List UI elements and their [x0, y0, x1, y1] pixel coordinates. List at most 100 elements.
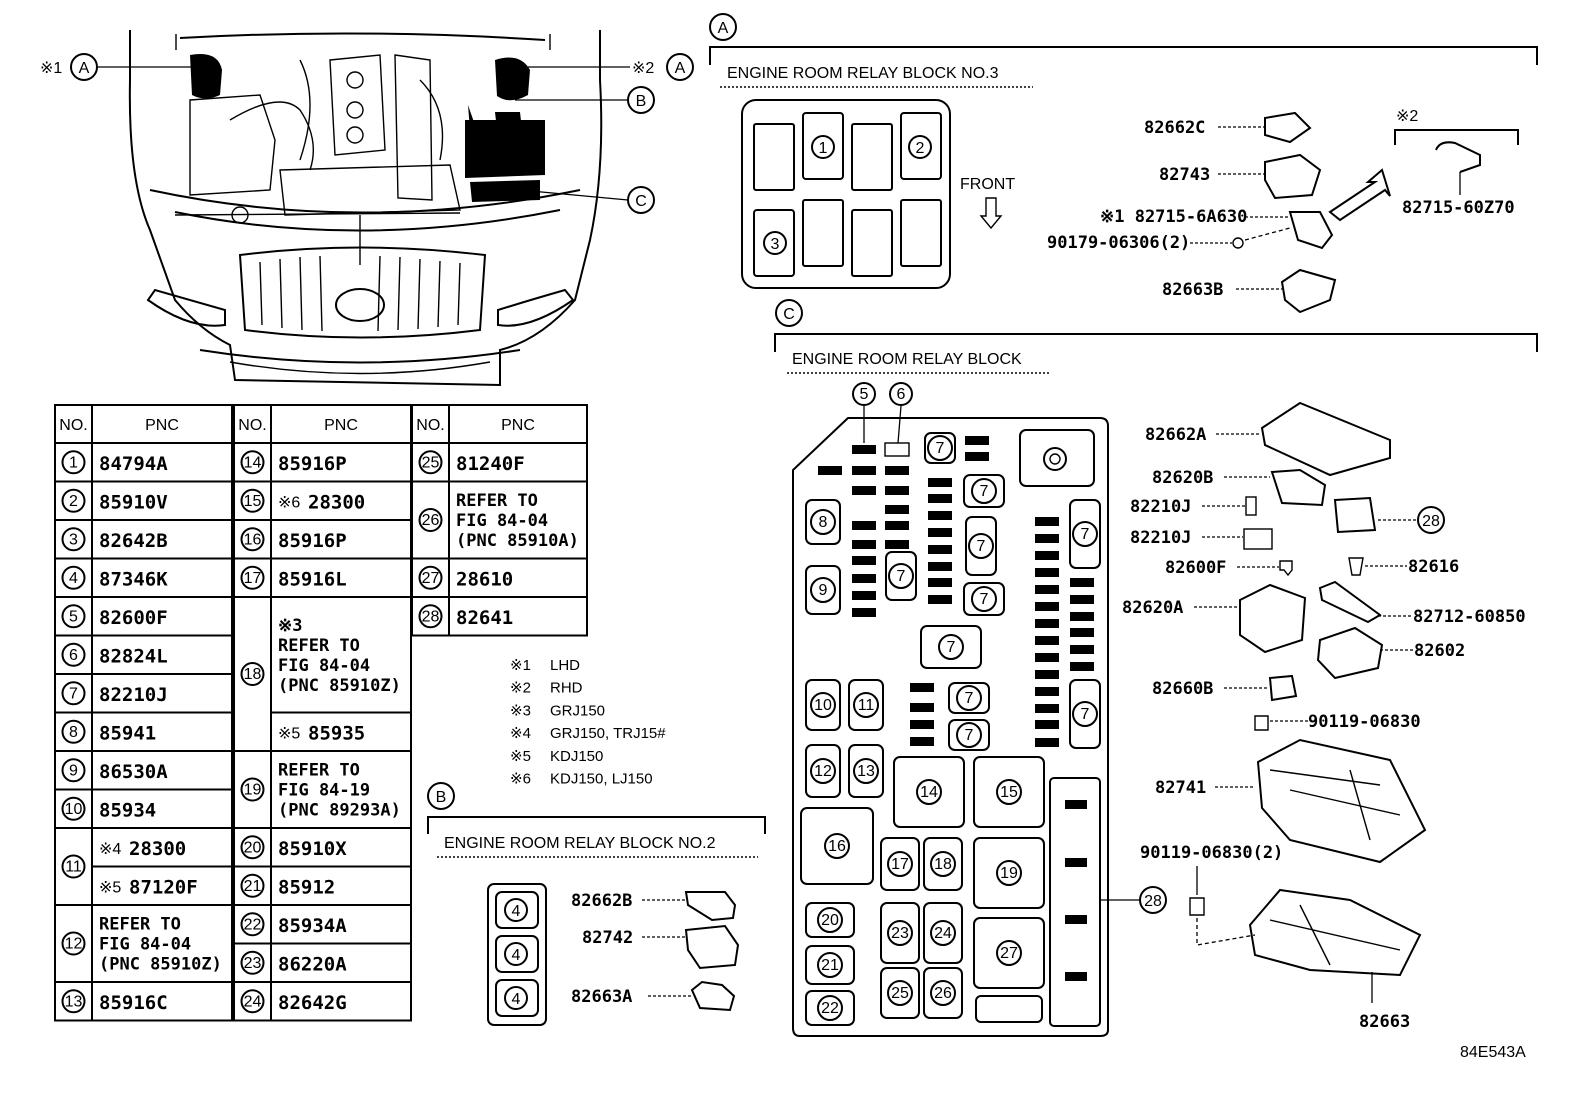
fuse-slot: [885, 505, 909, 514]
row-number: 10: [65, 801, 83, 818]
pnc-value: 85935: [308, 723, 365, 745]
part-82620b-icon: [1270, 468, 1327, 507]
section-b-title: ENGINE ROOM RELAY BLOCK NO.2: [444, 835, 716, 852]
pnc-mark: ※5: [99, 880, 121, 897]
callout-mark-lhd: ※1: [40, 60, 62, 77]
row-number-circle: [61, 931, 86, 956]
relay-number: 7: [980, 591, 989, 608]
relay-number: 11: [858, 697, 875, 714]
no3-slot-1: 1: [819, 140, 828, 157]
no2-slot-b: 4: [512, 947, 521, 964]
refer-text: (PNC 85910Z): [99, 955, 222, 975]
table-header-no: NO.: [59, 417, 87, 434]
part-82210j-a: 82210J: [1130, 497, 1191, 517]
relay-number: 21: [821, 957, 839, 974]
pnc-value: 81240F: [456, 453, 525, 475]
fuse-slot: [1035, 670, 1059, 679]
refer-text: (PNC 85910Z): [278, 676, 401, 696]
part-90179-06306: 90179-06306(2): [1047, 233, 1190, 253]
relay-number-circle: [930, 920, 956, 946]
row-number-circle: [418, 604, 443, 629]
row-number: 20: [244, 839, 262, 856]
relay-slot: 25: [880, 967, 920, 1019]
relay-slot: 7: [1069, 679, 1101, 749]
fuse-slot: [910, 683, 934, 692]
part-82741: 82741: [1155, 778, 1206, 798]
relay-number: 7: [897, 568, 906, 585]
fuse-slot-6: [884, 442, 910, 457]
table-header-no: NO.: [238, 417, 266, 434]
relay-slot: 19: [973, 837, 1045, 909]
relay-slot: 14: [893, 756, 965, 828]
fuse-slot: [852, 466, 876, 475]
pnc-value: 87120F: [129, 877, 198, 899]
part-82715-6a630: ※1 82715-6A630: [1100, 207, 1247, 227]
refer-text: FIG 84-04: [278, 656, 370, 676]
fuse-slot: [1035, 568, 1059, 577]
part-82663b-icon: [1280, 268, 1337, 314]
row-number-circle: [61, 854, 86, 879]
relay-number: 22: [821, 1000, 839, 1017]
table-row: 21 85912: [233, 865, 412, 906]
row-number: 15: [244, 493, 262, 510]
part-82600f-icon: [1279, 560, 1293, 577]
relay-number: 18: [934, 856, 952, 873]
pnc-value: 84794A: [99, 453, 168, 475]
section-b-circle: [427, 782, 455, 810]
terminal-slot: [1019, 429, 1095, 487]
pnc-value: 82600F: [99, 607, 168, 629]
refer-text: FIG 84-04: [456, 511, 548, 531]
relay-number-circle: [971, 586, 997, 612]
relay-number-circle: [956, 685, 982, 711]
callout-circle-a-left: [70, 53, 98, 81]
pnc-value: 85941: [99, 723, 156, 745]
part-82662a-icon: [1260, 401, 1391, 477]
row-number: 11: [65, 859, 82, 876]
fuse-slot: [965, 452, 989, 461]
pnc-value: 85934A: [278, 915, 347, 937]
part-82660b-icon: [1268, 674, 1298, 702]
fuse-slot: [928, 545, 952, 554]
note-text: GRJ150: [550, 702, 605, 719]
part-82743-icon: [1264, 153, 1322, 200]
section-a-title: ENGINE ROOM RELAY BLOCK NO.3: [727, 65, 999, 82]
row-number-circle: [61, 681, 86, 706]
slot-num-5: 5: [860, 386, 869, 403]
relay-number-circle: [810, 758, 836, 784]
relay-number-circle: [1072, 521, 1098, 547]
section-c-letter: C: [783, 306, 795, 323]
refer-text: FIG 84-04: [99, 935, 191, 955]
part-82662b: 82662B: [571, 891, 632, 911]
pnc-value: 86220A: [278, 954, 347, 976]
relay-slot: 7: [948, 682, 990, 714]
part-82210j-a-icon: [1245, 496, 1257, 516]
row-number: 27: [422, 570, 440, 587]
table-header-pnc: PNC: [501, 417, 535, 434]
pnc-mark: ※4: [99, 841, 121, 858]
row-number-circle: [240, 777, 265, 802]
row-number: 21: [244, 878, 262, 895]
table-header-pnc: PNC: [145, 417, 179, 434]
table-row: 11 ※4 28300 ※5 87120F: [54, 827, 233, 906]
note-mark: ※1: [510, 657, 531, 674]
part-82663-icon: [1248, 888, 1422, 977]
relay-slot: 11: [848, 679, 884, 731]
relay-slot: 17: [880, 837, 920, 891]
pnc-value: 28300: [129, 838, 186, 860]
fuse-slot: [852, 540, 876, 549]
relay-slot: 8: [805, 499, 841, 545]
front-label: FRONT: [960, 176, 1015, 193]
relay-slot: 10: [805, 679, 841, 731]
row-number: 3: [69, 531, 78, 548]
part-82663a-icon: [690, 980, 736, 1012]
pnc-value: 85912: [278, 877, 335, 899]
fuse-slot: [928, 578, 952, 587]
